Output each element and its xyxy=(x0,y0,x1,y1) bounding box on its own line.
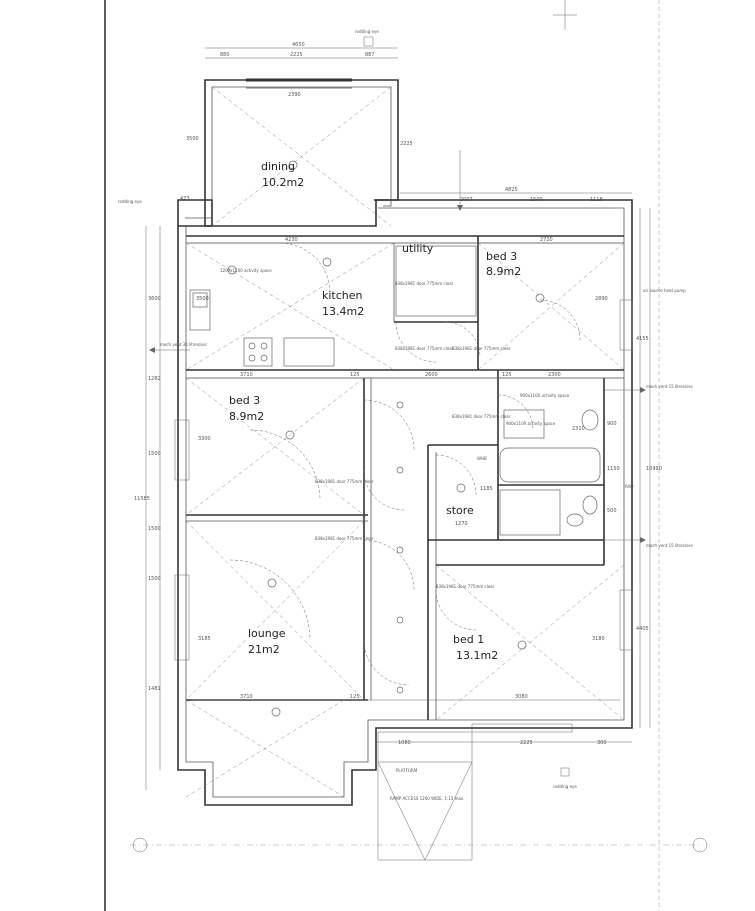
note-rodding-top: rodding eye xyxy=(355,29,379,34)
dim-top-left: 880 xyxy=(220,52,230,58)
vent-arrows xyxy=(149,150,646,543)
dim-bottom-row-2: 125 xyxy=(350,694,360,700)
note-door-4: 838x1981 door 775mm clear xyxy=(452,414,511,419)
dim-mid-row-1: 3710 xyxy=(240,372,253,378)
dimension-lines xyxy=(145,47,651,790)
room-label-bed3-mid: bed 3 xyxy=(229,394,260,407)
note-ramp: RAMP ACCESS 1200 WIDE, 1:15 max xyxy=(390,796,464,801)
dim-bed3-vert: 3300 xyxy=(198,436,211,442)
dim-store: 1270 xyxy=(455,521,468,527)
external-walls xyxy=(177,78,633,806)
dim-kitchen-width: 4230 xyxy=(285,237,298,243)
windows xyxy=(174,299,633,733)
dim-vert-1: 3600 xyxy=(148,296,161,302)
grid-marker-left xyxy=(132,837,148,853)
dim-vert-2: 1500 xyxy=(148,451,161,457)
room-label-bed3-top: bed 3 xyxy=(486,250,517,263)
note-activity-2: 900x1100 activity space xyxy=(520,393,570,398)
dim-top-mid: 2225 xyxy=(290,52,303,58)
kitchen-fixtures xyxy=(189,245,477,367)
dim-vert-5: 1500 xyxy=(148,576,161,582)
dim-dining-vert2: 2225 xyxy=(400,141,413,147)
note-ext-vent-1: mech vent 15 litres/sec xyxy=(646,384,693,389)
room-area-dining: 10.2m2 xyxy=(262,176,304,189)
dim-right-c: 1118 xyxy=(590,197,603,203)
dim-wc-2: 1150 xyxy=(607,466,620,472)
dim-mid-row-4: 125 xyxy=(502,372,512,378)
note-door-6: 838x1981 door 775mm clear xyxy=(315,536,374,541)
dim-bed1-vert: 3180 xyxy=(592,636,605,642)
dim-right-overall: 4825 xyxy=(505,187,518,193)
dim-wc-1: 2310 xyxy=(572,426,585,432)
dim-right-vert-4: 10990 xyxy=(646,466,662,472)
ramp xyxy=(377,731,473,861)
grid-marker-right xyxy=(692,837,708,853)
note-door-2: 838x1981 door 775mm clear xyxy=(395,346,454,351)
dim-right-vert-1: 2890 xyxy=(595,296,608,302)
room-area-kitchen: 13.4m2 xyxy=(322,305,364,318)
room-area-bed1: 13.1m2 xyxy=(456,649,498,662)
note-rad: RAD xyxy=(625,484,633,489)
dim-right-vert-2: 4155 xyxy=(636,336,649,342)
note-ext-vent-2: mech vent 15 litres/sec xyxy=(646,543,693,548)
note-activity-3: 900x1100 activity space xyxy=(506,421,556,426)
dim-wc-4: 500 xyxy=(607,508,617,514)
dim-vert-total: 11585 xyxy=(134,496,150,502)
dim-vert-4: 1500 xyxy=(148,526,161,532)
dim-dining-inner: 2390 xyxy=(288,92,301,98)
dim-right-b: 1500 xyxy=(530,197,543,203)
note-door-5: 838x1981 door 775mm clear xyxy=(315,479,374,484)
dim-top-right: 887 xyxy=(365,52,375,58)
room-label-bed1: bed 1 xyxy=(453,633,484,646)
dim-bottom-row-3: 3080 xyxy=(515,694,528,700)
note-door-7: 838x1981 door 775mm clear xyxy=(436,584,495,589)
dim-bottom-row-1: 3710 xyxy=(240,694,253,700)
dim-store-vert: 1185 xyxy=(480,486,493,492)
dim-right-a: 2007 xyxy=(460,197,473,203)
dim-base-1: 1080 xyxy=(398,740,411,746)
note-whb: WHB xyxy=(477,456,487,461)
dim-mid-row-3: 2600 xyxy=(425,372,438,378)
dim-right-vert-3: 4405 xyxy=(636,626,649,632)
dim-dining-vert: 3500 xyxy=(186,136,199,142)
dim-mid-row-5: 2300 xyxy=(548,372,561,378)
room-label-store: store xyxy=(446,504,474,517)
bathroom-fixtures xyxy=(499,409,601,536)
dim-vert-3: 1282 xyxy=(148,376,161,382)
room-label-dining: dining xyxy=(261,160,295,173)
note-door-1: 838x1981 door 775mm clear xyxy=(395,281,454,286)
note-rodding-left: rodding eye xyxy=(118,199,142,204)
dim-base-3: 300 xyxy=(597,740,607,746)
internal-walls xyxy=(186,235,624,720)
dim-bed3-width: 2720 xyxy=(540,237,553,243)
dim-base-2: 2225 xyxy=(520,740,533,746)
diagonal-hatching xyxy=(185,86,625,798)
dim-wc-3: 900 xyxy=(607,421,617,427)
note-ext-vent-3: mech vent 30 litres/sec xyxy=(160,342,207,347)
room-label-utility: utility xyxy=(402,242,434,255)
note-door-3: 838x1981 door 775mm clear xyxy=(452,346,511,351)
dim-kitchen-vert: 3500 xyxy=(196,296,209,302)
dim-lounge-vert: 3185 xyxy=(198,636,211,642)
note-activity-1: 1200x1100 activity space xyxy=(220,268,272,273)
door-swings xyxy=(229,242,581,686)
room-label-kitchen: kitchen xyxy=(322,289,363,302)
note-air-source: air source heat pump xyxy=(643,288,686,293)
room-area-bed3-mid: 8.9m2 xyxy=(229,410,264,423)
dim-mid-row-2: 125 xyxy=(350,372,360,378)
dim-left-1: 473 xyxy=(180,196,190,202)
dim-top-overall: 4650 xyxy=(292,42,305,48)
room-area-bed3-top: 8.9m2 xyxy=(486,265,521,278)
room-label-lounge: lounge xyxy=(248,627,286,640)
dim-vert-6: 1481 xyxy=(148,686,161,692)
note-rodding-right: rodding eye xyxy=(553,784,577,789)
light-points xyxy=(227,160,545,717)
room-area-lounge: 21m2 xyxy=(248,643,280,656)
note-platform: PLATFORM xyxy=(396,768,418,773)
